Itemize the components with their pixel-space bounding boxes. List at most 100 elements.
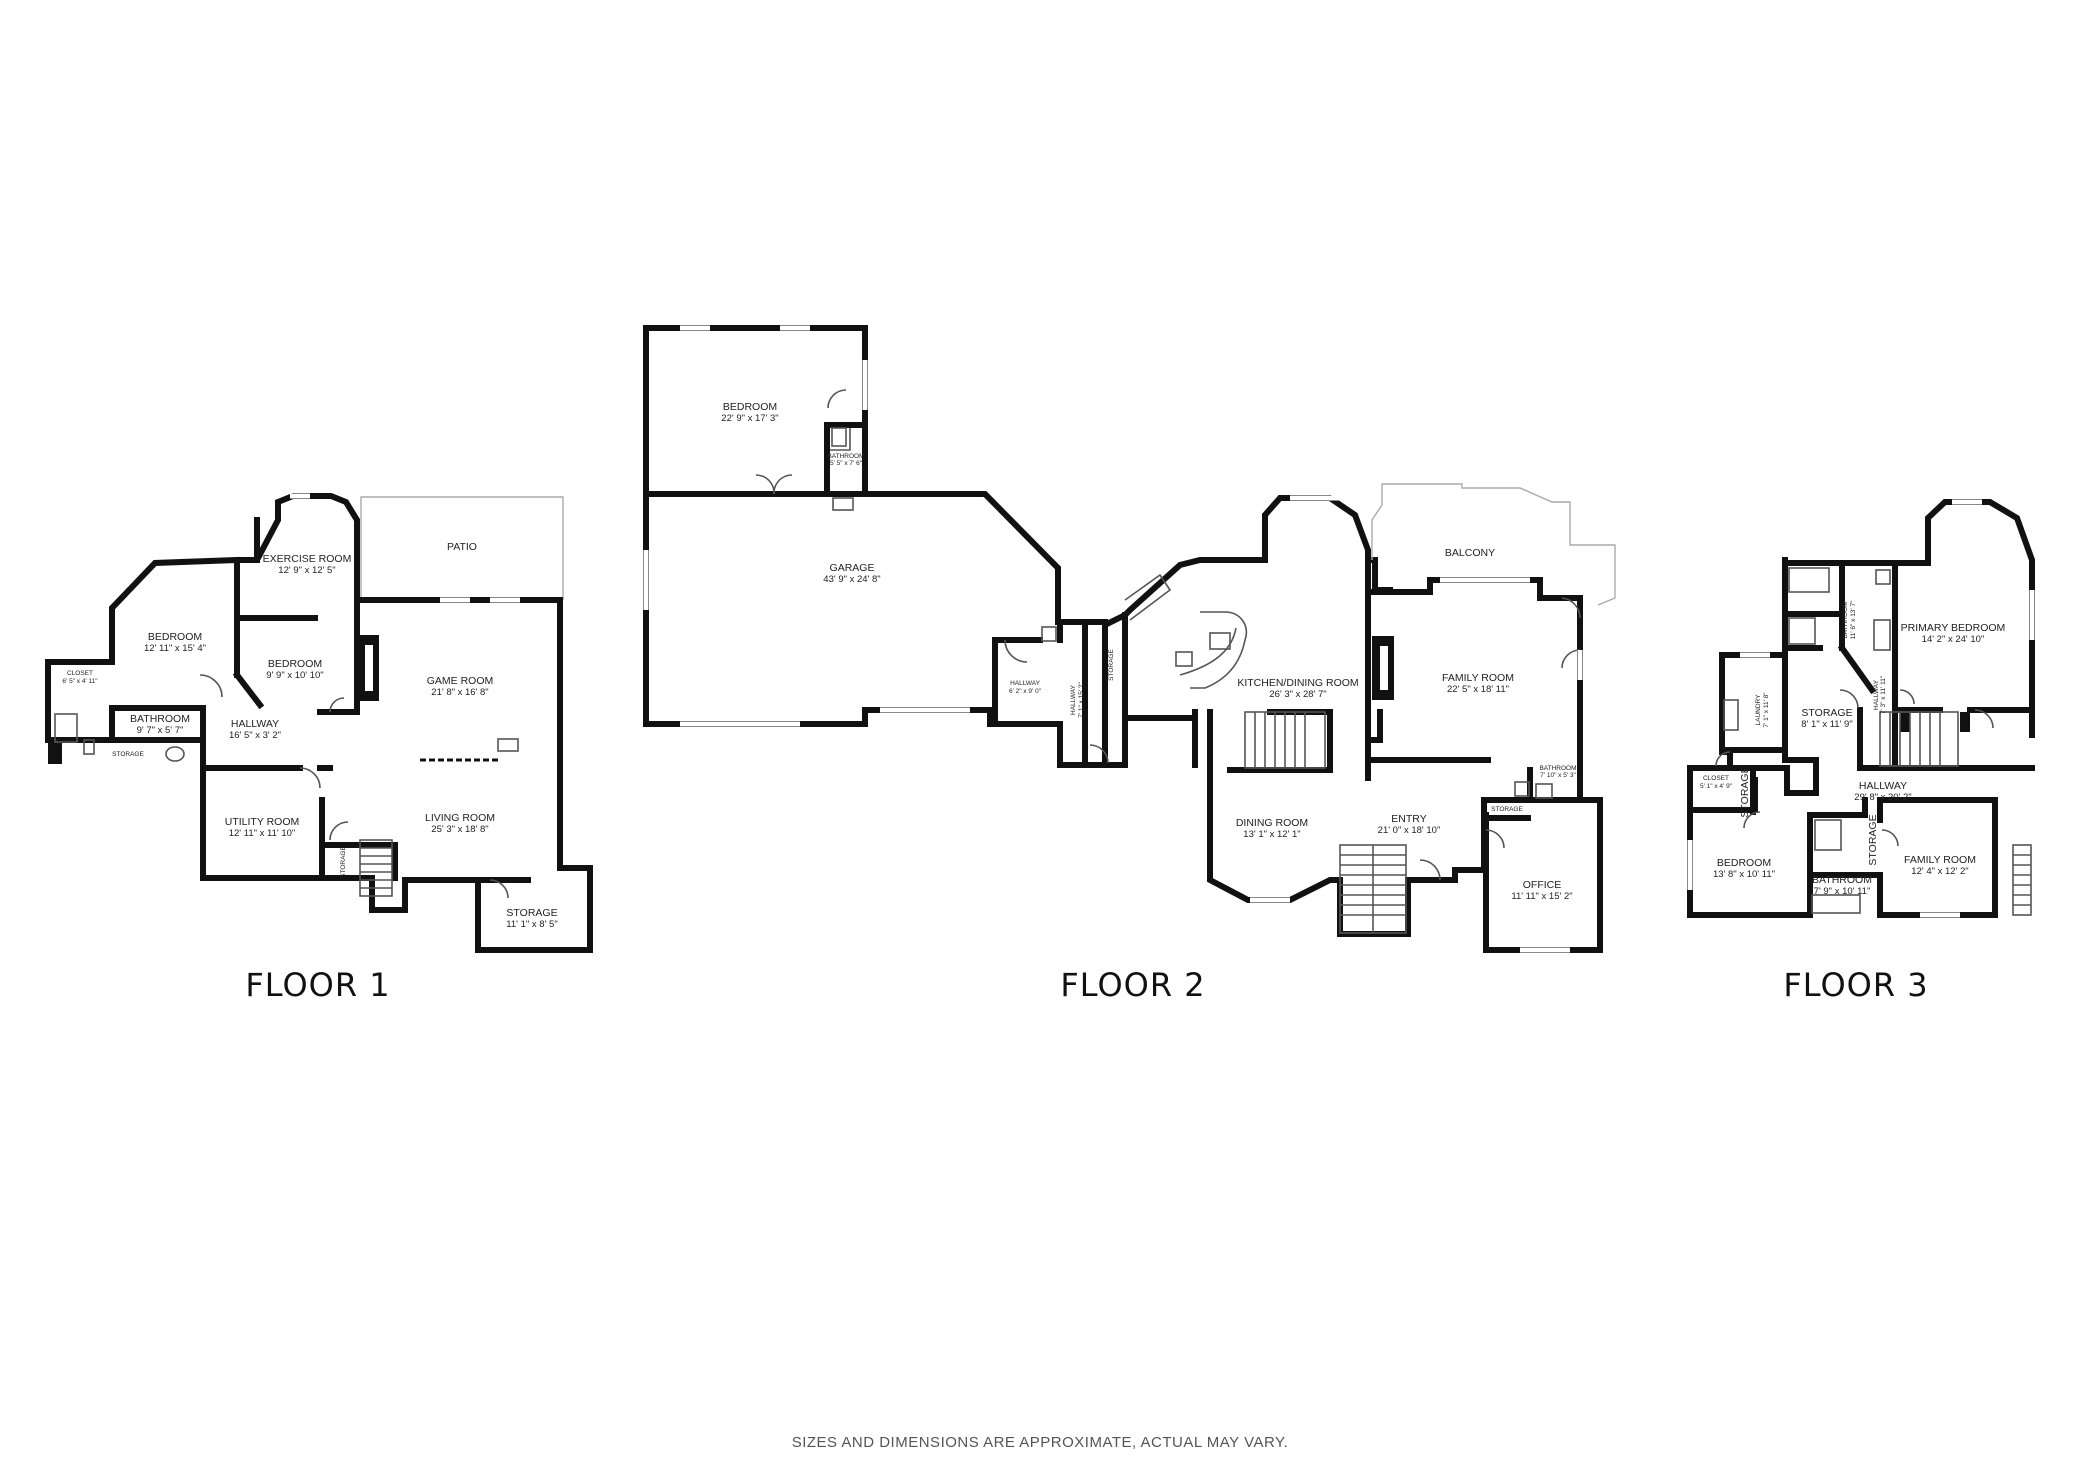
wall-block	[48, 740, 62, 764]
floor-3-labels: BATHROOM 11' 6" x 13' 7" PRIMARY BEDROOM…	[1700, 600, 2005, 1004]
floor-1-plan	[45, 493, 593, 953]
patio-outline	[360, 496, 564, 600]
bathtub	[54, 713, 78, 743]
room-dims: 12' 4" x 12' 2"	[1911, 866, 1968, 877]
room-name: EXERCISE ROOM	[263, 553, 352, 565]
room-dims: 7' 1" x 11' 8"	[1763, 692, 1770, 728]
room-name: CLOSET	[67, 670, 93, 677]
vanity	[1873, 619, 1891, 651]
bathtub	[1814, 819, 1842, 851]
room-name: OFFICE	[1523, 879, 1562, 891]
room-dims: 6' 2" x 9' 0"	[1009, 688, 1042, 695]
room-name: HALLWAY	[1010, 680, 1041, 687]
washer-dryer	[1723, 699, 1739, 731]
room-dims: 16' 5" x 3' 2"	[229, 730, 281, 741]
door-swing	[329, 697, 345, 713]
room-dims: 13' 1" x 12' 1"	[1243, 829, 1300, 840]
floor-label: FLOOR 1	[245, 966, 390, 1004]
door-swing	[1899, 689, 1915, 705]
room-dims: 22' 5" x 18' 11"	[1447, 684, 1509, 695]
room-dims: 7' 3" x 11' 11"	[1880, 675, 1887, 714]
floor-3-family-room-walls	[1807, 797, 1998, 918]
room-dims: 7' 1" x 15' 2"	[1078, 681, 1085, 717]
family-room-walls	[1365, 577, 1583, 633]
door-swing	[1715, 751, 1731, 767]
room-dims: 5' 5" x 7' 6"	[830, 460, 863, 467]
door-swing	[489, 879, 509, 899]
room-dims: 26' 3" x 28' 7"	[1269, 689, 1326, 700]
door-swing	[199, 674, 223, 698]
room-dims: 7' 10" x 5' 3"	[1540, 772, 1576, 779]
cooktop	[1209, 632, 1231, 650]
sink	[1041, 626, 1057, 642]
bedroom-walls	[643, 325, 868, 497]
counter	[1124, 573, 1172, 621]
room-name: STORAGE	[1801, 707, 1852, 719]
room-name: STORAGE	[340, 846, 347, 878]
room-name: STORAGE	[112, 751, 144, 758]
room-dims: 14' 2" x 24' 10"	[1922, 634, 1985, 645]
garage-walls	[643, 491, 1063, 727]
stairs	[359, 839, 393, 897]
room-name: BATHROOM	[1539, 765, 1576, 772]
door-swing	[299, 767, 321, 789]
floor-3-outer-walls	[1782, 499, 2035, 738]
room-name: STORAGE	[1491, 806, 1523, 813]
room-dims: 8' 1" x 11' 9"	[1801, 719, 1852, 730]
floor-2-plan	[643, 325, 1616, 953]
kitchen-island	[1190, 611, 1247, 689]
room-name: GAME ROOM	[427, 675, 494, 687]
room-dims: 21' 8" x 16' 8"	[431, 687, 488, 698]
toilet	[831, 427, 847, 447]
room-dims: 22' 9" x 17' 3"	[721, 413, 778, 424]
room-name: PRIMARY BEDROOM	[1901, 622, 2006, 634]
balcony-outline	[1371, 483, 1616, 606]
room-name: LAUNDRY	[1755, 694, 1762, 726]
room-dims: 43' 9" x 24' 8"	[823, 574, 880, 585]
door-swing	[827, 389, 847, 409]
sink	[1514, 781, 1530, 797]
room-name: BATHROOM	[1812, 874, 1872, 886]
door-swing	[329, 821, 349, 841]
stairs	[1879, 711, 2032, 916]
room-dims: 21' 0" x 18' 10"	[1378, 825, 1441, 836]
room-name: HALLWAY	[231, 718, 279, 730]
room-name: BEDROOM	[148, 631, 202, 643]
room-dims: 12' 9" x 12' 5"	[278, 565, 335, 576]
door-swing	[1839, 689, 1859, 709]
room-dims: 11' 6" x 13' 7"	[1850, 600, 1857, 639]
door-swing	[1743, 811, 1761, 829]
floor-2-labels: BEDROOM 22' 9" x 17' 3" BATHROOM 5' 5" x…	[721, 401, 1576, 1004]
room-name: BATHROOM	[130, 713, 190, 725]
room-name: DINING ROOM	[1236, 817, 1308, 829]
room-dims: 11' 1" x 8' 5"	[506, 919, 557, 930]
room-dims: 11' 11" x 15' 2"	[1511, 891, 1572, 902]
room-name: UTILITY ROOM	[225, 816, 299, 828]
door-swing	[1881, 829, 1899, 847]
room-name: BEDROOM	[268, 658, 322, 670]
floor-1-labels: EXERCISE ROOM 12' 9" x 12' 5" PATIO BEDR…	[62, 541, 557, 1004]
disclaimer-text: SIZES AND DIMENSIONS ARE APPROXIMATE, AC…	[792, 1434, 1289, 1451]
room-name: BALCONY	[1445, 547, 1495, 559]
door-swing	[1485, 829, 1505, 849]
sink	[165, 746, 185, 762]
room-name: GARAGE	[830, 562, 875, 574]
stairs	[1244, 711, 1407, 934]
door-swing	[1561, 597, 1581, 619]
wall-block	[1900, 712, 1910, 732]
toilet	[1535, 783, 1553, 799]
room-dims: 7' 9" x 10' 11"	[1814, 886, 1871, 897]
room-name: STORAGE	[1867, 814, 1879, 865]
counter	[497, 738, 519, 752]
sink	[832, 497, 854, 511]
room-name: FAMILY ROOM	[1904, 854, 1976, 866]
toilet	[1875, 569, 1891, 585]
door-swing	[1974, 709, 1994, 729]
room-dims: 13' 8" x 10' 11"	[1713, 869, 1775, 880]
room-name: ENTRY	[1391, 813, 1426, 825]
room-name: STORAGE	[1108, 649, 1115, 681]
door-swing	[1419, 859, 1441, 881]
room-name: HALLWAY	[1859, 780, 1907, 792]
door-swing	[773, 474, 793, 495]
